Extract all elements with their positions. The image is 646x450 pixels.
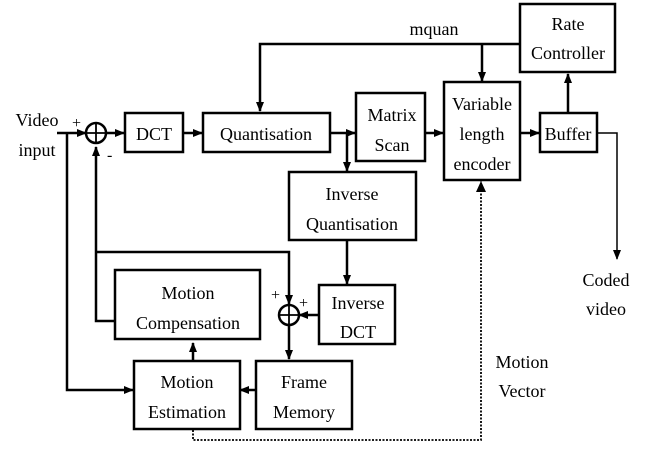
block-inverse-quantisation: Inverse Quantisation (287, 170, 418, 242)
summer-1 (84, 121, 108, 145)
wire-mc-to-summer1 (92, 146, 115, 323)
block-rate-controller-label-2: Controller (531, 43, 605, 63)
wire-input-to-me (65, 133, 134, 394)
video-input-label-1: Video (16, 110, 59, 130)
block-matrix-scan-label-2: Scan (375, 135, 410, 155)
coded-video-label-1: Coded (583, 270, 630, 290)
motion-vector-arrowhead (476, 181, 486, 192)
block-rate-controller-label-1: Rate (552, 14, 585, 34)
block-iq-label-2: Quantisation (306, 214, 398, 234)
block-matrix-scan-label-1: Matrix (368, 105, 417, 125)
sum2-plus-top-sign: + (271, 287, 280, 304)
block-mc-label-1: Motion (161, 283, 214, 303)
block-matrix-scan: Matrix Scan (354, 91, 427, 163)
block-dct: DCT (123, 111, 185, 154)
block-variable-length-encoder: Variable length encoder (442, 80, 522, 182)
block-rate-controller: Rate Controller (518, 2, 617, 74)
block-me-label-2: Estimation (148, 402, 226, 422)
block-motion-estimation: Motion Estimation (132, 359, 242, 431)
block-fm-label-1: Frame (281, 372, 327, 392)
block-vlc-label-3: encoder (454, 154, 511, 174)
block-frame-memory: Frame Memory (254, 359, 354, 431)
wire-motion-vector (192, 181, 482, 441)
wire-mc-to-summer2 (96, 250, 293, 305)
block-mc-label-2: Compensation (136, 313, 240, 333)
motion-vector-label-2: Vector (499, 381, 546, 401)
mquan-label: mquan (410, 19, 459, 39)
wire-mquan-to-quant (256, 42, 520, 112)
block-vlc-label-1: Variable (452, 94, 512, 114)
motion-vector-label-1: Motion (495, 352, 548, 372)
block-idct-label-2: DCT (340, 322, 376, 342)
coded-video-label-2: video (586, 299, 626, 319)
block-buffer-label: Buffer (545, 124, 592, 144)
block-me-label-1: Motion (160, 372, 213, 392)
block-vlc-label-2: length (460, 124, 505, 144)
wire-buffer-to-output (597, 132, 621, 260)
sum1-minus-sign: - (107, 147, 112, 164)
block-idct-label-1: Inverse (332, 293, 385, 313)
sum2-plus-right-sign: + (299, 295, 308, 312)
block-iq-label-1: Inverse (326, 184, 379, 204)
block-fm-label-2: Memory (273, 402, 335, 422)
block-inverse-dct: Inverse DCT (317, 283, 397, 346)
video-input-label-2: input (18, 140, 55, 160)
block-quantisation-label: Quantisation (220, 124, 312, 144)
sum1-plus-sign: + (72, 115, 81, 132)
block-quantisation: Quantisation (201, 111, 332, 154)
block-motion-compensation: Motion Compensation (113, 268, 262, 341)
block-dct-label: DCT (136, 124, 172, 144)
summer-2 (277, 303, 301, 327)
block-buffer: Buffer (538, 111, 599, 154)
